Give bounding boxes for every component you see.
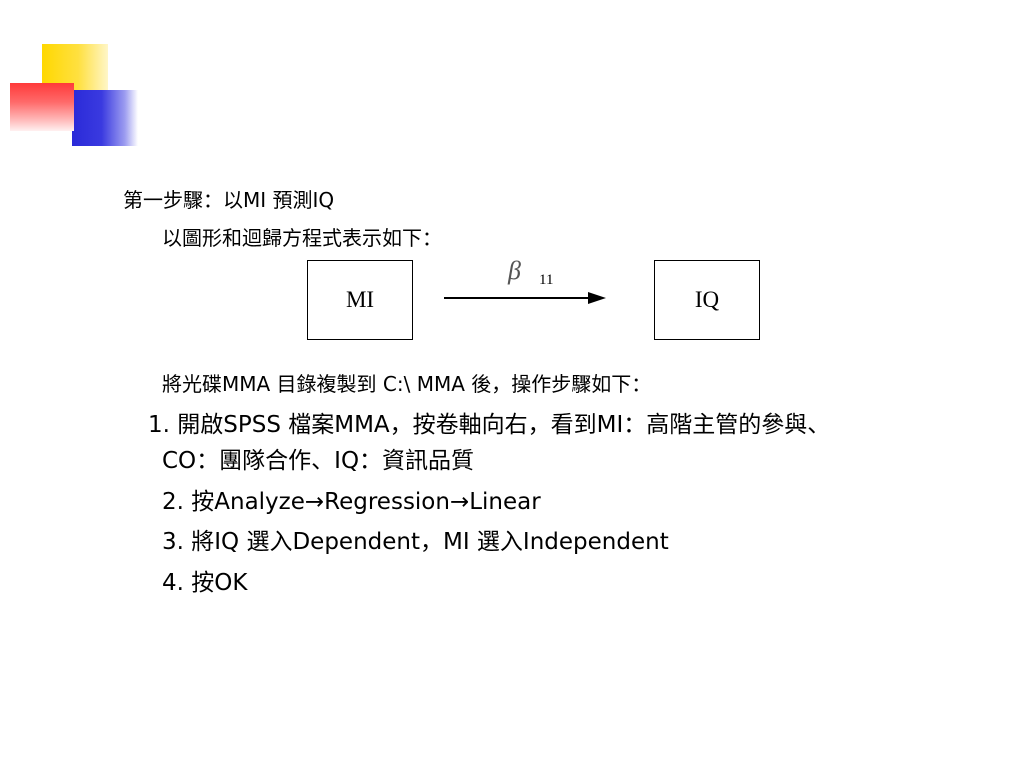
beta-coefficient-subscript: 11 bbox=[539, 272, 554, 288]
step-subtitle: 以圖形和迴歸方程式表示如下： bbox=[162, 226, 442, 250]
decorative-square-red bbox=[10, 83, 74, 131]
step-4: 4. 按OK bbox=[162, 570, 248, 596]
step-1-line-1: 1. 開啟SPSS 檔案MMA，按卷軸向右，看到MI：高階主管的參與、 bbox=[148, 412, 831, 438]
copy-instruction: 將光碟MMA 目錄複製到 C:\ MMA 後，操作步驟如下： bbox=[162, 372, 652, 396]
step-2: 2. 按Analyze→Regression→Linear bbox=[162, 489, 541, 515]
decorative-square-blue bbox=[72, 90, 138, 146]
step-1-line-2: CO：團隊合作、IQ：資訊品質 bbox=[162, 448, 475, 474]
diagram-box-mi: MI bbox=[307, 260, 413, 340]
step-3: 3. 將IQ 選入Dependent，MI 選入Independent bbox=[162, 529, 669, 555]
diagram-arrow bbox=[444, 292, 606, 304]
beta-coefficient-symbol: β bbox=[508, 256, 521, 285]
diagram-box-iq: IQ bbox=[654, 260, 760, 340]
step-title: 第一步驟：以MI 預測IQ bbox=[123, 188, 335, 212]
